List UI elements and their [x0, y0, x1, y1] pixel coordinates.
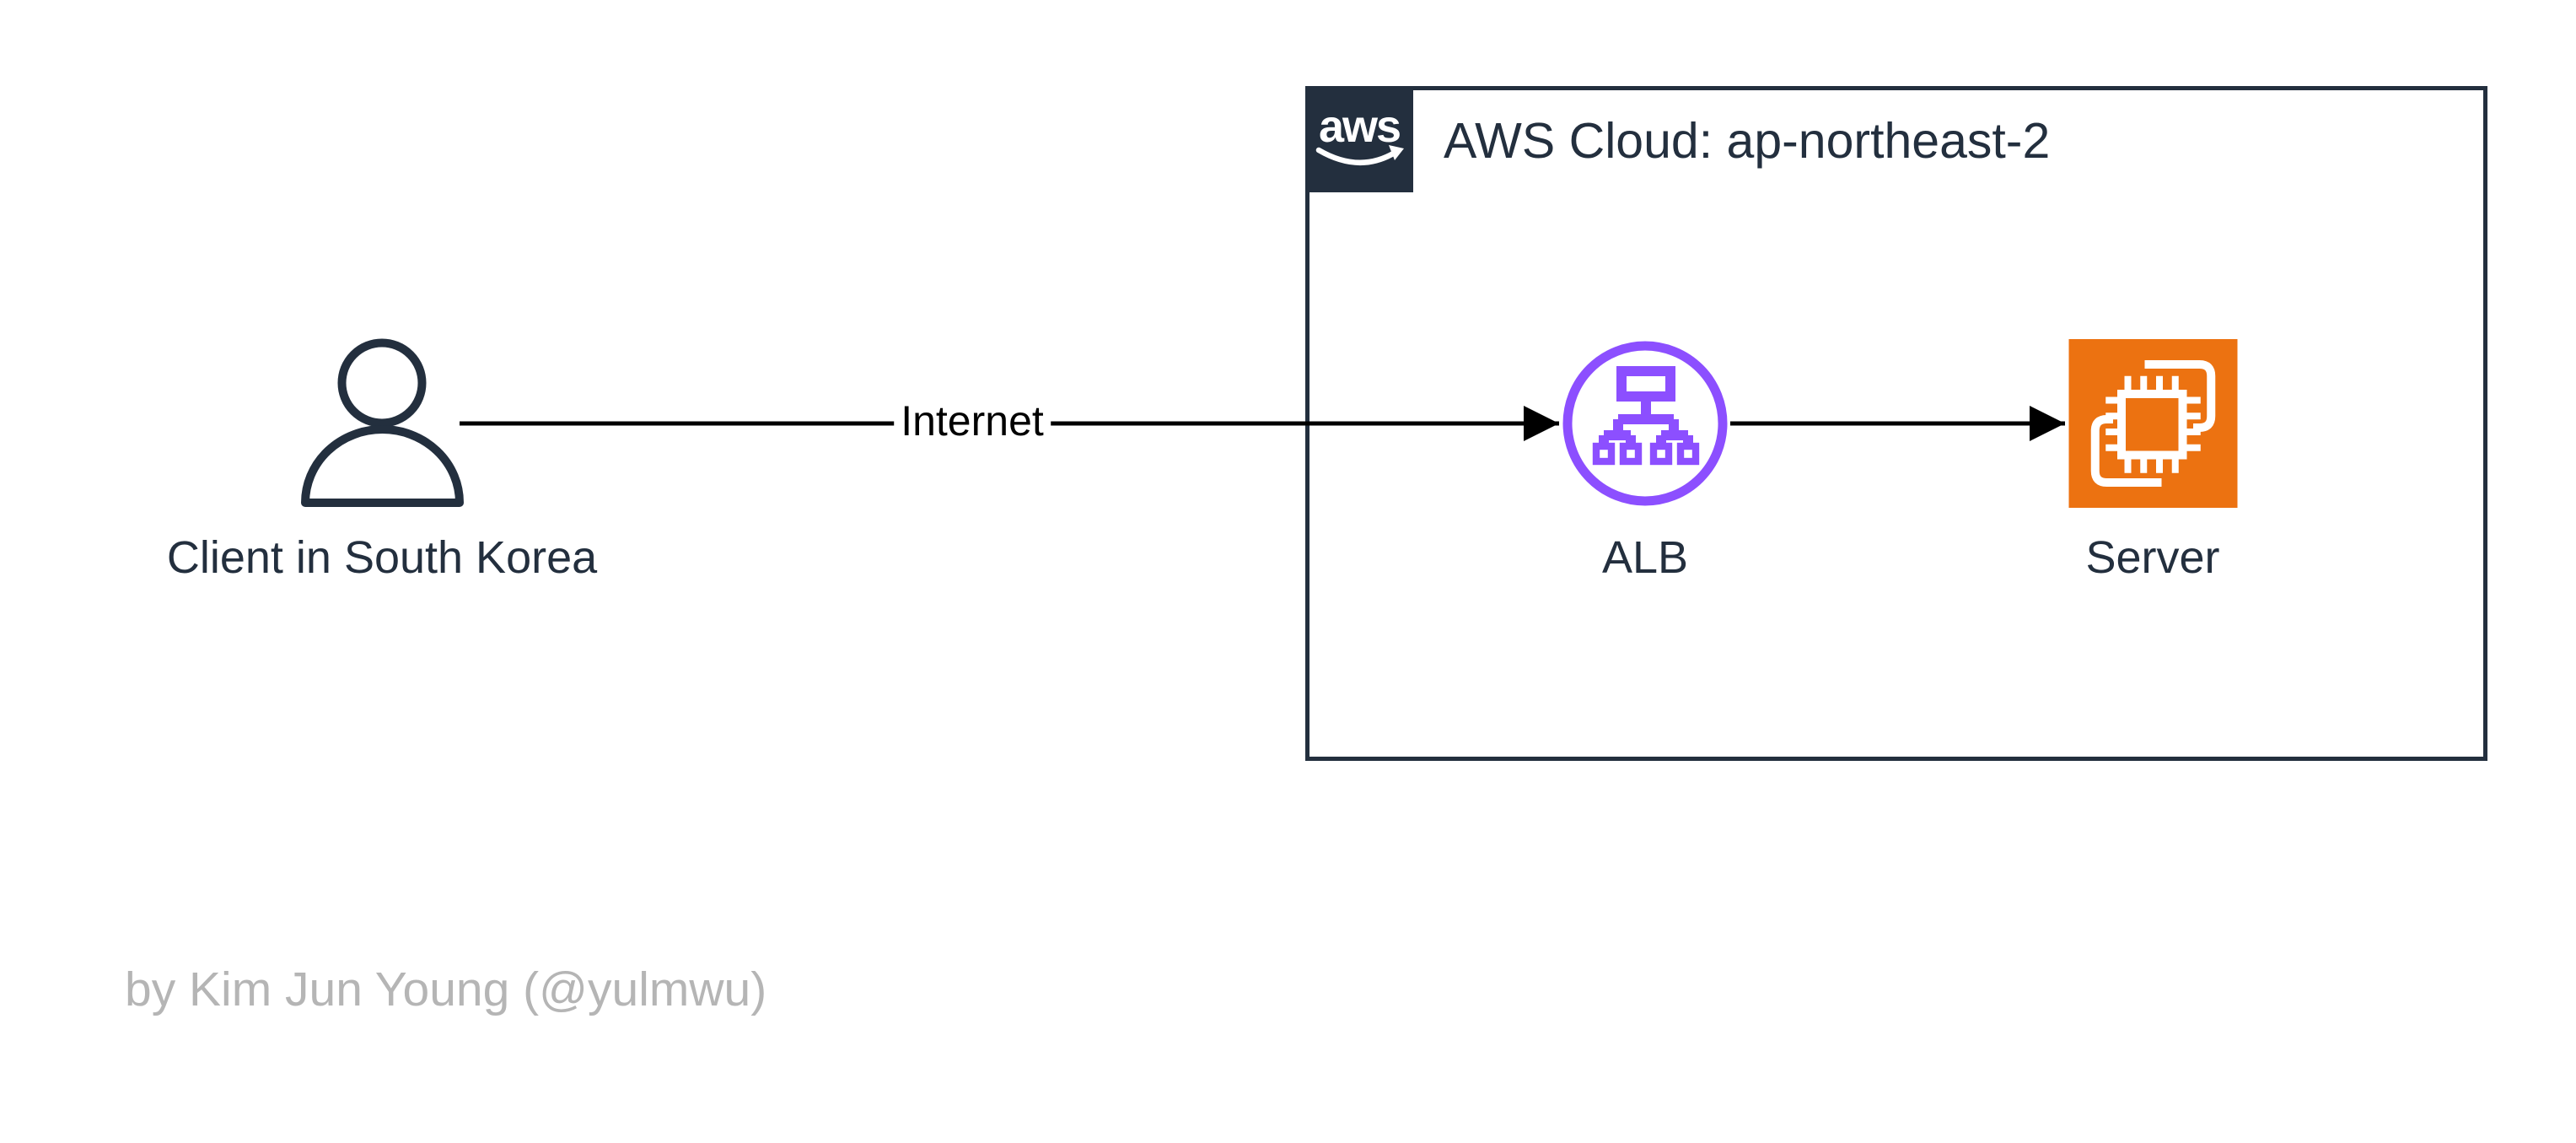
server-label: Server	[2085, 532, 2220, 583]
client-label: Client in South Korea	[166, 532, 598, 583]
footer-credit: by Kim Jun Young (@yulmwu)	[125, 962, 767, 1016]
ec2-server-icon	[2068, 339, 2238, 508]
internet-edge-label: Internet	[894, 396, 1051, 445]
aws-logo-icon: aws	[1305, 86, 1413, 192]
aws-cloud-title: AWS Cloud: ap-northeast-2	[1444, 113, 2051, 169]
aws-logo-text: aws	[1319, 101, 1400, 152]
alb-icon	[1562, 341, 1728, 506]
alb-label: ALB	[1601, 532, 1689, 583]
client-user-icon	[301, 338, 464, 507]
aws-cloud-group-box	[1305, 86, 2487, 761]
